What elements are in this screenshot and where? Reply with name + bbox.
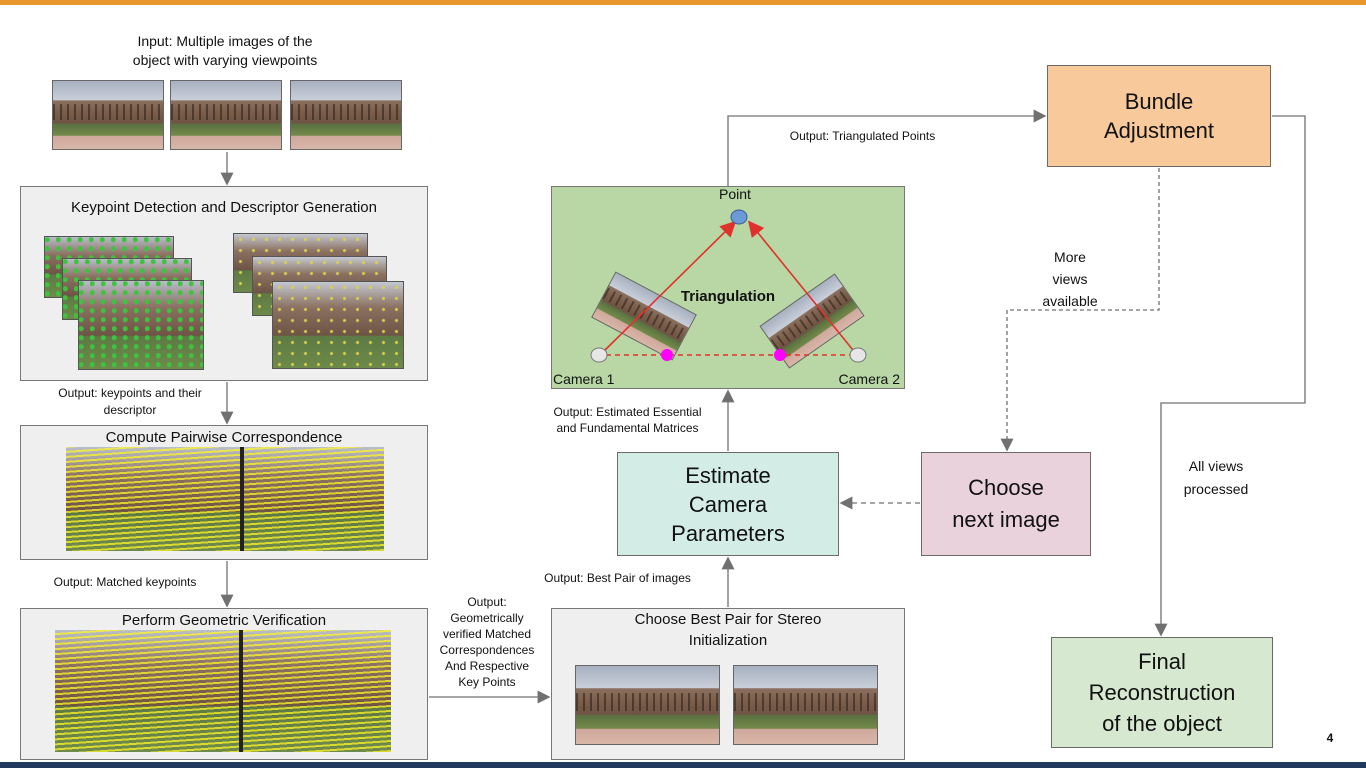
choose-next-image-box: Choose next image (921, 452, 1091, 556)
input-image-3 (290, 80, 402, 150)
output-geometric-line4: Correspondences (439, 643, 535, 657)
output-geometric-line3: verified Matched (442, 627, 532, 641)
output-essential-line1: Output: Estimated Essential (553, 405, 702, 419)
output-matched-keypoints: Output: Matched keypoints (53, 575, 197, 589)
slide-number: 4 (1326, 731, 1334, 745)
final-line3: of the object (1102, 711, 1222, 736)
best-pair-title-line2: Initialization (688, 632, 768, 649)
camera2-label: Camera 2 (838, 371, 900, 387)
camera2-marker (849, 347, 867, 363)
estimate-line1: Estimate (685, 462, 771, 488)
input-label-line1: Input: Multiple images of the (137, 33, 313, 49)
choose-next-line2: next image (952, 507, 1060, 532)
best-pair-image-1 (575, 665, 720, 745)
input-label-line2: object with varying viewpoints (132, 52, 318, 68)
more-views-line3: available (1042, 293, 1098, 309)
projection-dot-left (661, 349, 673, 361)
output-triangulated-points: Output: Triangulated Points (789, 129, 936, 143)
final-reconstruction-box: Final Reconstruction of the object (1051, 637, 1273, 748)
choose-next-line1: Choose (968, 475, 1044, 500)
bundle-adjustment-box: Bundle Adjustment (1047, 65, 1271, 167)
ray-camera2-to-point (747, 220, 858, 356)
more-views-line1: More (1054, 249, 1086, 265)
estimate-line3: Parameters (671, 520, 785, 546)
camera1-label: Camera 1 (553, 371, 615, 387)
estimate-line2: Camera (688, 491, 768, 517)
input-image-2 (170, 80, 282, 150)
output-best-pair: Output: Best Pair of images (544, 571, 691, 585)
pairwise-match-image (66, 447, 384, 551)
final-line2: Reconstruction (1088, 680, 1236, 705)
best-pair-image-2 (733, 665, 878, 745)
geometric-verification-title: Perform Geometric Verification (121, 612, 327, 629)
footer-bar (0, 762, 1366, 768)
top-accent-bar (0, 0, 1366, 5)
arrow-bundle-to-choose-next (1000, 168, 1160, 452)
ray-camera1-to-point (599, 220, 737, 356)
final-line1: Final (1138, 649, 1186, 674)
bundle-line2: Adjustment (1103, 118, 1215, 143)
projection-dot-right (774, 349, 786, 361)
point-marker (730, 209, 748, 225)
point-label: Point (719, 186, 751, 202)
all-views-line1: All views (1188, 458, 1244, 474)
output-keypoints-line1: Output: keypoints and their (58, 386, 202, 400)
more-views-line2: views (1052, 271, 1088, 287)
output-geometric-line1: Output: (467, 595, 507, 609)
arrow-triangulation-to-bundle (727, 109, 1047, 186)
output-geometric-line6: Key Points (458, 675, 516, 689)
keypoint-detection-title: Keypoint Detection and Descriptor Genera… (70, 199, 377, 216)
keypoint-image-6 (272, 281, 404, 369)
input-image-1 (52, 80, 164, 150)
output-essential-line2: and Fundamental Matrices (556, 421, 699, 435)
estimate-camera-box: Estimate Camera Parameters (617, 452, 839, 556)
best-pair-title-line1: Choose Best Pair for Stereo (634, 611, 822, 628)
arrow-bundle-to-final (1154, 115, 1306, 637)
geometric-match-image (55, 630, 391, 752)
camera1-marker (590, 347, 608, 363)
output-geometric-line2: Geometrically (450, 611, 524, 625)
output-keypoints-line2: descriptor (103, 403, 157, 417)
pairwise-correspondence-title: Compute Pairwise Correspondence (105, 429, 343, 446)
all-views-line2: processed (1183, 481, 1249, 497)
keypoint-image-3 (78, 280, 204, 370)
triangulation-title: Triangulation (680, 288, 776, 305)
output-geometric-line5: And Respective (444, 659, 530, 673)
bundle-line1: Bundle (1124, 89, 1194, 114)
